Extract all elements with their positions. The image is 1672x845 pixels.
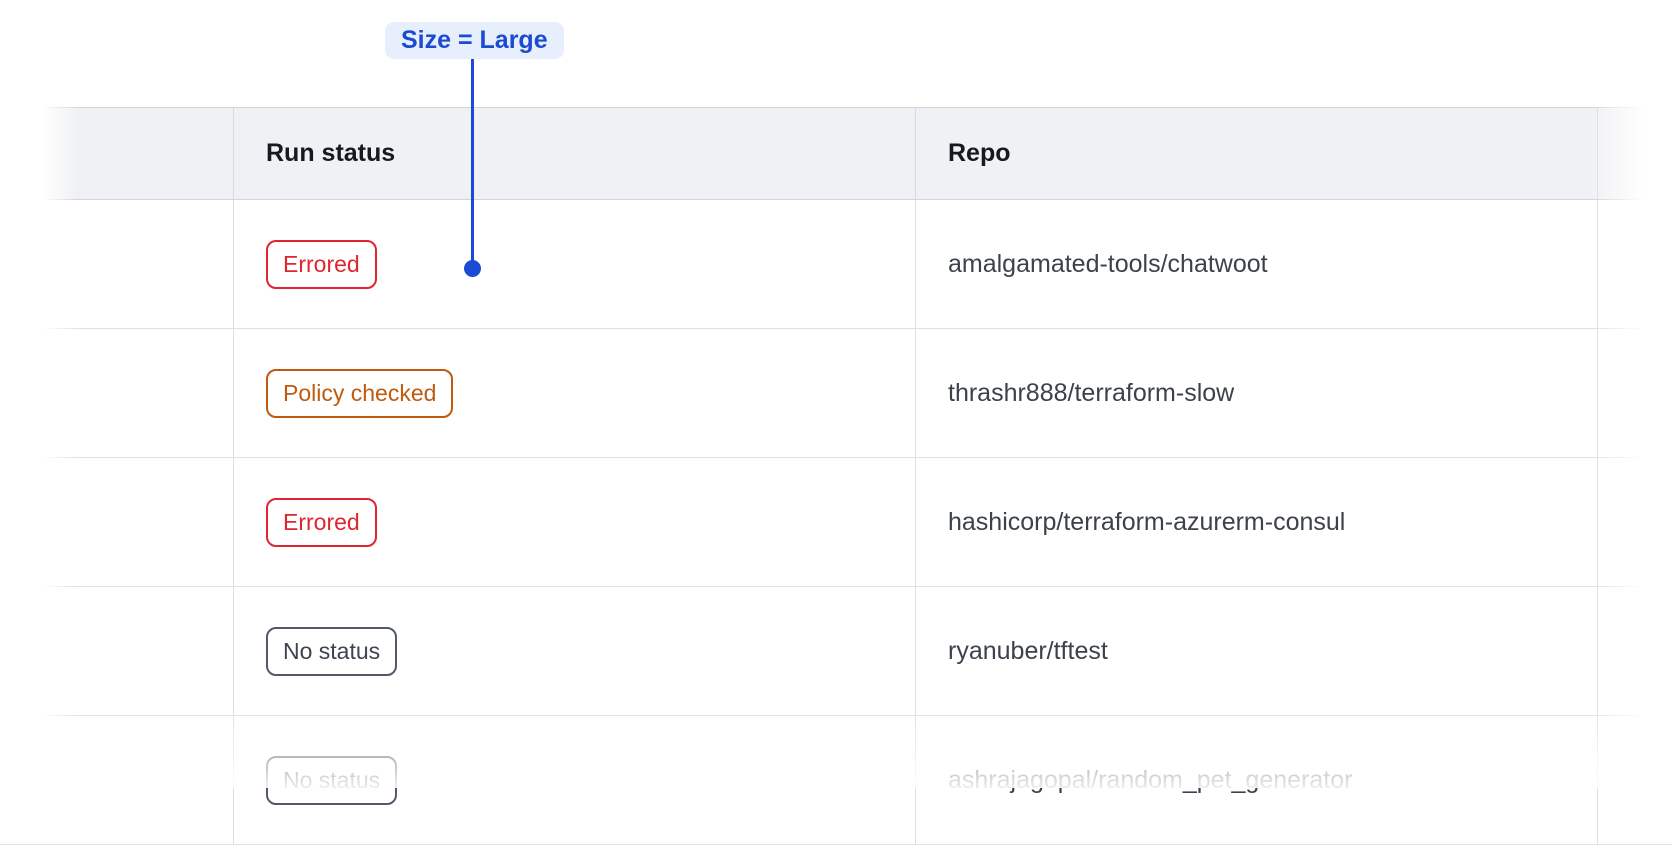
table-row[interactable]: No status ryanuber/tftest bbox=[0, 587, 1672, 716]
spacer-cell bbox=[0, 329, 233, 457]
edge-cell bbox=[1597, 458, 1672, 586]
run-status-cell: Errored bbox=[233, 458, 915, 586]
spacer-cell bbox=[0, 716, 233, 844]
spacer-cell bbox=[0, 458, 233, 586]
run-status-badge: Errored bbox=[266, 497, 377, 547]
run-status-cell: No status bbox=[233, 716, 915, 844]
size-annotation-tooltip: Size = Large bbox=[385, 22, 564, 59]
repo-cell: amalgamated-tools/chatwoot bbox=[915, 200, 1597, 328]
repo-cell: ryanuber/tftest bbox=[915, 587, 1597, 715]
repo-column-label: Repo bbox=[948, 139, 1011, 167]
table-row[interactable]: Errored amalgamated-tools/chatwoot bbox=[0, 200, 1672, 329]
run-status-column-label: Run status bbox=[266, 139, 396, 167]
spacer-cell bbox=[0, 587, 233, 715]
run-status-cell: Policy checked bbox=[233, 329, 915, 457]
repo-name: amalgamated-tools/chatwoot bbox=[948, 249, 1268, 278]
repo-cell: hashicorp/terraform-azurerm-consul bbox=[915, 458, 1597, 586]
edge-cell bbox=[1597, 716, 1672, 844]
repo-name: ashrajagopal/random_pet_generator bbox=[948, 765, 1353, 794]
repo-name: thrashr888/terraform-slow bbox=[948, 378, 1235, 407]
table-body: Errored amalgamated-tools/chatwoot Polic… bbox=[0, 200, 1672, 845]
table-row[interactable]: Policy checked thrashr888/terraform-slow bbox=[0, 329, 1672, 458]
repo-name: ryanuber/tftest bbox=[948, 636, 1108, 665]
run-status-badge: Policy checked bbox=[266, 368, 454, 418]
repo-name: hashicorp/terraform-azurerm-consul bbox=[948, 507, 1346, 536]
edge-cell bbox=[1597, 587, 1672, 715]
run-status-cell: Errored bbox=[233, 200, 915, 328]
run-status-cell: No status bbox=[233, 587, 915, 715]
annotation-pointer-line bbox=[471, 59, 474, 262]
run-status-badge: No status bbox=[266, 626, 398, 676]
run-status-badge: No status bbox=[266, 755, 398, 805]
run-status-badge: Errored bbox=[266, 239, 377, 289]
repo-cell: thrashr888/terraform-slow bbox=[915, 329, 1597, 457]
edge-cell bbox=[1597, 200, 1672, 328]
run-status-column-header: Run status bbox=[233, 108, 915, 199]
repo-cell: ashrajagopal/random_pet_generator bbox=[915, 716, 1597, 844]
edge-cell bbox=[1597, 329, 1672, 457]
table-row[interactable]: Errored hashicorp/terraform-azurerm-cons… bbox=[0, 458, 1672, 587]
repo-column-header: Repo bbox=[915, 108, 1597, 199]
annotation-pointer-dot bbox=[464, 260, 481, 277]
table-header-row: Run status Repo bbox=[0, 107, 1672, 200]
runs-table: Run status Repo Errored amalgamated-tool… bbox=[0, 107, 1672, 845]
spacer-cell bbox=[0, 200, 233, 328]
edge-header-cell bbox=[1597, 108, 1672, 199]
table-row[interactable]: No status ashrajagopal/random_pet_genera… bbox=[0, 716, 1672, 845]
spacer-header-cell bbox=[0, 108, 233, 199]
